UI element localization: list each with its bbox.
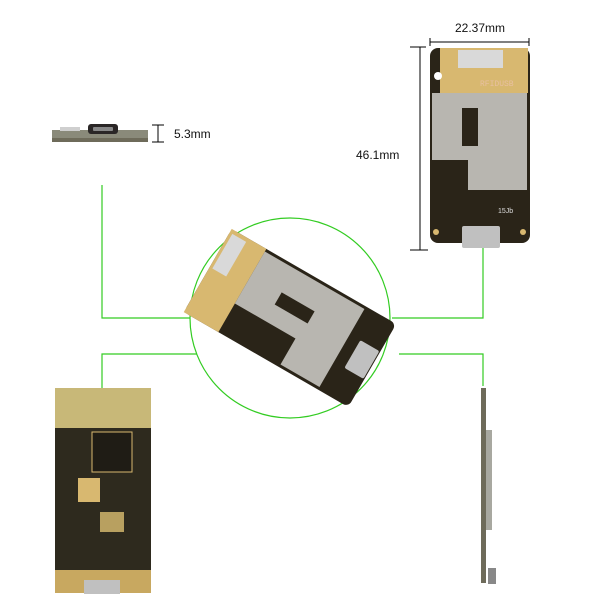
thickness-dimension bbox=[152, 124, 164, 143]
side-view-photo bbox=[52, 124, 148, 142]
bottom-view-photo bbox=[55, 388, 151, 594]
thickness-label: 5.3mm bbox=[174, 127, 211, 141]
connector-top-view bbox=[392, 248, 484, 319]
height-label: 46.1mm bbox=[356, 148, 400, 162]
marking-text: 15Jb bbox=[498, 208, 513, 215]
edge-view-photo bbox=[481, 388, 496, 584]
width-dimension bbox=[429, 38, 530, 46]
perspective-photo bbox=[183, 228, 395, 405]
connector-bottom-view bbox=[101, 353, 197, 388]
top-view-photo: RFIDUSB 15Jb bbox=[430, 48, 530, 248]
width-label: 22.37mm bbox=[455, 21, 506, 35]
focus-circle bbox=[189, 217, 391, 419]
connector-side-view bbox=[101, 185, 190, 319]
connector-edge-view bbox=[399, 353, 484, 386]
connector-lines bbox=[101, 185, 484, 419]
silkscreen-text: RFIDUSB bbox=[480, 80, 514, 89]
height-dimension bbox=[410, 46, 428, 251]
